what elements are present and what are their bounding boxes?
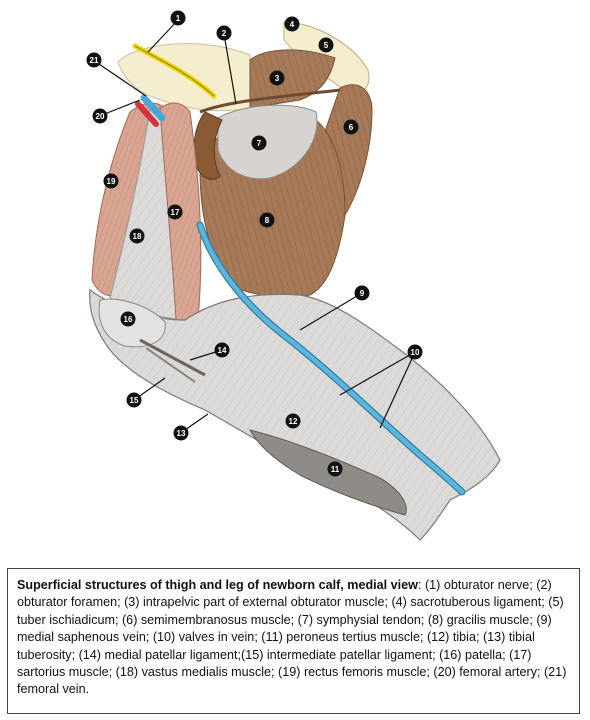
marker-label: 5 bbox=[324, 41, 329, 50]
external-obturator-muscle bbox=[249, 49, 336, 109]
symphysial-tendon bbox=[217, 104, 318, 180]
marker-label: 6 bbox=[349, 123, 354, 132]
marker-circle bbox=[251, 135, 267, 151]
medial-patellar-ligament bbox=[139, 338, 206, 377]
figure-caption: Superficial structures of thigh and leg … bbox=[7, 568, 580, 714]
marker-15: 15 bbox=[126, 392, 142, 408]
marker-1: 1 bbox=[170, 10, 186, 26]
marker-17: 17 bbox=[167, 204, 183, 220]
marker-label: 7 bbox=[257, 139, 262, 148]
marker-circle bbox=[173, 425, 189, 441]
femoral-vein bbox=[140, 94, 166, 122]
marker-label: 19 bbox=[107, 177, 116, 186]
marker-18: 18 bbox=[129, 228, 145, 244]
marker-circle bbox=[92, 108, 108, 124]
marker-7: 7 bbox=[251, 135, 267, 151]
femoral-tissue bbox=[193, 111, 223, 180]
pelvis-bone bbox=[117, 43, 251, 112]
marker-4: 4 bbox=[284, 16, 300, 32]
marker-circle bbox=[318, 37, 334, 53]
marker-label: 1 bbox=[176, 14, 181, 23]
marker-5: 5 bbox=[318, 37, 334, 53]
marker-label: 2 bbox=[222, 29, 227, 38]
marker-circle bbox=[216, 25, 232, 41]
marker-circle bbox=[103, 173, 119, 189]
marker-10: 10 bbox=[407, 344, 423, 360]
marker-circle bbox=[120, 311, 136, 327]
marker-8: 8 bbox=[259, 212, 275, 228]
marker-label: 13 bbox=[177, 429, 186, 438]
marker-circle bbox=[170, 10, 186, 26]
marker-circle bbox=[86, 52, 102, 68]
pelvic-rim bbox=[199, 88, 341, 114]
marker-circle bbox=[129, 228, 145, 244]
marker-label: 16 bbox=[124, 315, 133, 324]
intermediate-patellar-ligament bbox=[145, 347, 196, 383]
marker-circle bbox=[214, 342, 230, 358]
marker-label: 9 bbox=[360, 289, 365, 298]
peroneus-tertius-muscle bbox=[249, 429, 407, 516]
marker-6: 6 bbox=[343, 119, 359, 135]
marker-label: 15 bbox=[130, 396, 139, 405]
marker-2: 2 bbox=[216, 25, 232, 41]
marker-19: 19 bbox=[103, 173, 119, 189]
marker-circle bbox=[284, 16, 300, 32]
marker-circle bbox=[269, 70, 285, 86]
marker-20: 20 bbox=[92, 108, 108, 124]
marker-label: 20 bbox=[96, 112, 105, 121]
marker-13: 13 bbox=[173, 425, 189, 441]
caption-title: Superficial structures of thigh and leg … bbox=[17, 578, 418, 592]
marker-circle bbox=[126, 392, 142, 408]
marker-circle bbox=[285, 413, 301, 429]
marker-16: 16 bbox=[120, 311, 136, 327]
marker-11: 11 bbox=[327, 461, 343, 477]
marker-label: 21 bbox=[90, 56, 99, 65]
marker-label: 4 bbox=[290, 20, 295, 29]
marker-label: 11 bbox=[331, 465, 340, 474]
marker-3: 3 bbox=[269, 70, 285, 86]
marker-label: 17 bbox=[171, 208, 180, 217]
marker-label: 14 bbox=[218, 346, 227, 355]
femoral-artery bbox=[135, 101, 159, 127]
marker-circle bbox=[354, 285, 370, 301]
marker-circle bbox=[327, 461, 343, 477]
leader-lines bbox=[95, 19, 416, 433]
marker-label: 10 bbox=[411, 348, 420, 357]
marker-9: 9 bbox=[354, 285, 370, 301]
marker-12: 12 bbox=[285, 413, 301, 429]
marker-label: 8 bbox=[265, 216, 270, 225]
marker-label: 3 bbox=[275, 74, 280, 83]
marker-label: 18 bbox=[133, 232, 142, 241]
marker-label: 12 bbox=[289, 417, 298, 426]
marker-14: 14 bbox=[214, 342, 230, 358]
marker-circle bbox=[167, 204, 183, 220]
caption-text: : (1) obturator nerve; (2) obturator for… bbox=[17, 578, 567, 697]
marker-circle bbox=[407, 344, 423, 360]
marker-circle bbox=[343, 119, 359, 135]
marker-circle bbox=[259, 212, 275, 228]
marker-21: 21 bbox=[86, 52, 102, 68]
